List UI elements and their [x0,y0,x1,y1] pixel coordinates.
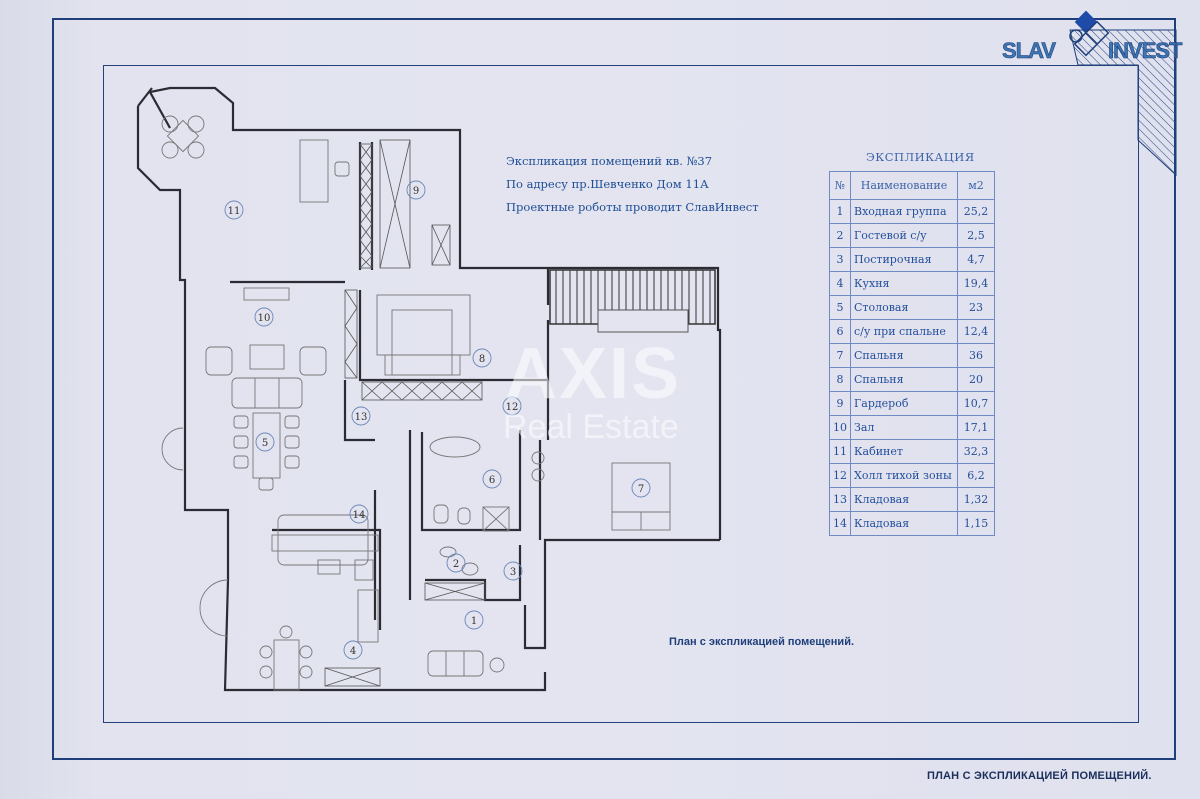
row-name: Гардероб [850,391,958,416]
plan-caption: План с экспликацией помещений. [669,636,855,648]
inner-frame [103,65,1139,723]
row-area: 10,7 [957,391,995,416]
row-area: 1,32 [957,487,995,512]
room-label-4: 4 [350,646,356,657]
room-label-1: 1 [471,616,477,627]
row-num: 10 [829,415,851,440]
row-area: 20 [957,367,995,392]
footer-caption: ПЛАН С ЭКСПЛИКАЦИЕЙ ПОМЕЩЕНИЙ. [927,770,1152,782]
room-label-3: 3 [510,567,516,578]
row-name: с/у при спальне [850,319,958,344]
row-area: 17,1 [957,415,995,440]
row-area: 32,3 [957,439,995,464]
row-num: 12 [829,463,851,488]
room-label-13: 13 [355,412,368,423]
row-name: Холл тихой зоны [850,463,958,488]
row-num: 14 [829,511,851,536]
row-name: Спальня [850,367,958,392]
table-header-row: № Наименование м2 [829,171,995,200]
row-area: 2,5 [957,223,995,248]
row-num: 13 [829,487,851,512]
row-name: Входная группа [850,199,958,224]
row-num: 8 [829,367,851,392]
header-line-3: Проектные роботы проводит СлавИнвест [506,200,759,214]
row-num: 4 [829,271,851,296]
row-area: 36 [957,343,995,368]
col-num: № [829,171,851,200]
row-name: Столовая [850,295,958,320]
room-label-12: 12 [506,402,519,413]
row-area: 6,2 [957,463,995,488]
row-area: 1,15 [957,511,995,536]
explication-title: ЭКСПЛИКАЦИЯ [866,150,975,164]
room-label-7: 7 [638,484,644,495]
room-label-8: 8 [479,354,485,365]
col-name: Наименование [850,171,958,200]
col-area: м2 [957,171,995,200]
row-name: Гостевой с/у [850,223,958,248]
room-label-2: 2 [453,559,459,570]
row-area: 19,4 [957,271,995,296]
room-label-5: 5 [262,438,268,449]
row-name: Спальня [850,343,958,368]
header-line-2: По адресу пр.Шевченко Дом 11А [506,177,709,191]
header-line-1: Экспликация помещений кв. №37 [506,154,713,168]
row-num: 2 [829,223,851,248]
row-num: 5 [829,295,851,320]
logo-left-text: SLAV [1002,38,1057,64]
row-name: Кухня [850,271,958,296]
row-area: 25,2 [957,199,995,224]
outer-frame [52,18,1176,760]
row-num: 3 [829,247,851,272]
row-area: 23 [957,295,995,320]
row-area: 4,7 [957,247,995,272]
room-label-10: 10 [258,313,271,324]
row-name: Зал [850,415,958,440]
row-name: Постирочная [850,247,958,272]
row-name: Кладовая [850,511,958,536]
row-num: 1 [829,199,851,224]
row-num: 11 [829,439,851,464]
row-num: 6 [829,319,851,344]
room-label-14: 14 [353,510,366,521]
apartment-header: Экспликация помещений кв. №37 По адресу … [506,150,759,219]
row-name: Кладовая [850,487,958,512]
room-label-9: 9 [413,186,419,197]
row-num: 7 [829,343,851,368]
room-label-11: 11 [228,206,241,217]
row-name: Кабинет [850,439,958,464]
row-num: 9 [829,391,851,416]
room-label-6: 6 [489,475,495,486]
row-area: 12,4 [957,319,995,344]
